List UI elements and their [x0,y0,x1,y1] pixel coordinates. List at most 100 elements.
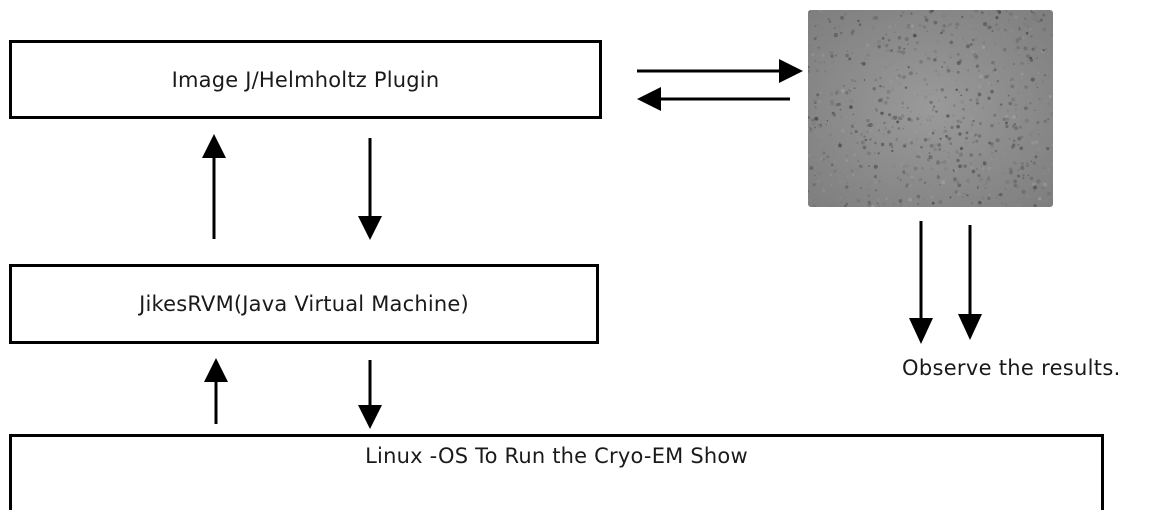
micrograph-speckle [1023,46,1028,51]
micrograph-speckle [981,196,985,200]
micrograph-speckle [971,169,976,174]
micrograph-speckle [1002,117,1006,121]
micrograph-speckle [1037,20,1040,23]
micrograph-speckle [1012,161,1017,165]
micrograph-speckle [984,10,987,12]
micrograph-speckle [857,19,860,23]
micrograph-speckle [856,199,860,203]
micrograph-speckle [932,169,934,172]
micrograph-speckle [848,24,851,27]
micrograph-speckle [858,23,862,26]
micrograph-speckle [876,125,881,129]
micrograph-speckle [1024,118,1029,123]
micrograph-speckle [1042,13,1046,17]
micrograph-speckle [882,202,887,207]
micrograph-speckle [992,156,994,158]
micrograph-speckle [849,117,851,120]
micrograph-speckle [953,51,956,54]
micrograph-speckle [839,108,842,111]
micrograph-speckle [1032,12,1037,17]
micrograph-speckle [1047,118,1050,121]
micrograph-speckle [976,99,978,101]
micrograph-speckle [896,51,898,53]
micrograph-speckle [925,54,927,56]
micrograph-speckle [1051,143,1053,146]
micrograph-speckle [814,106,817,109]
micrograph-speckle [826,120,829,122]
micrograph-speckle [949,142,953,145]
micrograph-speckle [1034,17,1038,21]
micrograph-speckle [1000,103,1003,106]
micrograph-speckle [980,149,982,152]
micrograph-speckle [1029,102,1032,105]
micrograph-speckle [970,15,974,19]
micrograph-speckle [934,69,938,73]
micrograph-speckle [857,160,859,162]
micrograph-speckle [1019,125,1022,129]
micrograph-speckle [1023,17,1027,21]
micrograph-speckle [877,89,880,92]
micrograph-speckle [889,63,892,66]
micrograph-speckle [1031,152,1035,156]
micrograph-speckle [850,31,854,36]
micrograph-speckle [979,177,984,182]
observe-results-caption: Observe the results. [902,356,1121,380]
micrograph-speckle [963,164,967,168]
micrograph-speckle [987,96,991,100]
jikesrvm-label: JikesRVM(Java Virtual Machine) [139,292,469,316]
micrograph-speckle [813,37,817,41]
micrograph-speckle [897,176,899,179]
micrograph-speckle [898,114,902,117]
micrograph-speckle [933,143,938,147]
micrograph-speckle [918,177,923,181]
micrograph-speckle [941,14,946,19]
micrograph-speckle [853,153,856,157]
micrograph-speckle [1017,158,1021,161]
micrograph-speckle [991,29,994,33]
micrograph-speckle [967,39,971,44]
micrograph-speckle [970,202,973,205]
micrograph-speckle [892,198,897,203]
micrograph-speckle [867,194,871,198]
micrograph-speckle [1022,21,1027,26]
micrograph-speckle [947,25,950,27]
micrograph-speckle [821,136,823,138]
micrograph-speckle [876,93,880,97]
micrograph-speckle [1044,199,1047,202]
micrograph-speckle [821,27,824,30]
micrograph-speckle [841,89,845,93]
micrograph-speckle [1007,94,1010,97]
micrograph-speckle [814,126,817,129]
micrograph-speckle [936,73,941,77]
micrograph-speckle [1026,161,1029,165]
micrograph-speckle [965,131,969,135]
micrograph-speckle [986,182,988,184]
micrograph-speckle [808,65,810,69]
micrograph-speckle [845,91,849,95]
micrograph-speckle [1022,176,1025,180]
micrograph-speckle [860,132,863,136]
micrograph-speckle [1009,84,1012,87]
arrow-jvm-to-linux-head [358,405,382,429]
micrograph-speckle [830,99,834,103]
micrograph-speckle [854,130,858,134]
micrograph-speckle [935,55,939,58]
micrograph-speckle [916,194,921,199]
micrograph-speckle [843,204,848,207]
micrograph-speckle [872,86,876,91]
micrograph-speckle [831,111,835,115]
micrograph-speckle [920,123,922,126]
micrograph-speckle [954,149,958,153]
micrograph-speckle [993,113,997,117]
micrograph-speckle [928,155,933,160]
linux-os-label: Linux -OS To Run the Cryo-EM Show [365,444,748,468]
micrograph-speckle [815,69,819,72]
micrograph-speckle [845,202,849,206]
micrograph-speckle [811,118,815,122]
micrograph-speckle [877,152,880,155]
micrograph-speckle [811,154,813,156]
micrograph-speckle [999,192,1003,197]
micrograph-speckle [1005,108,1010,113]
micrograph-speckle [850,132,853,135]
micrograph-speckle [947,151,950,154]
